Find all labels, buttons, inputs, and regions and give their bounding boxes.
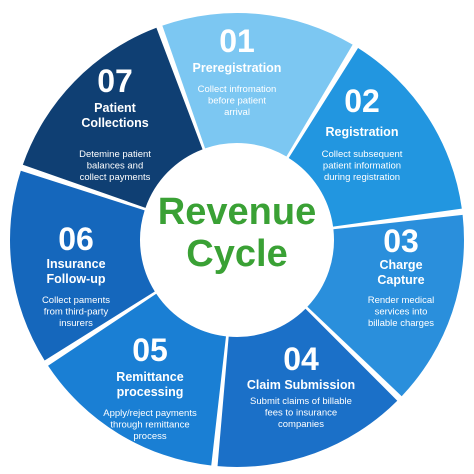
- step-title: processing: [117, 385, 184, 399]
- step-description: Apply/reject payments: [103, 408, 197, 419]
- step-segment: [217, 308, 398, 467]
- step-description: collect payments: [80, 172, 151, 183]
- step-description: balances and: [87, 161, 144, 172]
- step-description: Collect subsequent: [322, 149, 403, 160]
- step-title: Follow-up: [46, 272, 105, 286]
- step-title: Capture: [377, 273, 424, 287]
- step-description: Submit claims of billable: [250, 396, 352, 407]
- step-title: Remittance: [116, 370, 183, 384]
- step-number: 02: [344, 83, 380, 119]
- step-number: 07: [97, 63, 133, 99]
- step-title: Claim Submission: [247, 378, 355, 392]
- center-title-line1: Revenue: [158, 191, 316, 233]
- center-circle: [144, 147, 330, 333]
- step-segment: [162, 13, 353, 157]
- step-description: services into: [375, 307, 428, 318]
- step-number: 06: [58, 221, 94, 257]
- step-segment: [9, 170, 155, 361]
- step-title: Charge: [379, 258, 422, 272]
- step-number: 04: [283, 341, 319, 377]
- step-title: Registration: [326, 125, 399, 139]
- center-title-line2: Cycle: [186, 233, 287, 275]
- step-description: Collect paments: [42, 295, 110, 306]
- step-description: billable charges: [368, 318, 434, 329]
- step-description: Collect infromation: [198, 84, 277, 95]
- step-title: Insurance: [46, 257, 105, 271]
- step-segment: [22, 27, 203, 208]
- step-description: during registration: [324, 172, 400, 183]
- step-description: arrival: [224, 107, 250, 118]
- step-description: Render medical: [368, 295, 435, 306]
- step-description: patient information: [323, 161, 401, 172]
- step-title: Patient: [94, 101, 137, 115]
- step-number: 03: [383, 223, 419, 259]
- step-title: Collections: [81, 116, 148, 130]
- step-description: Detemine patient: [79, 149, 151, 160]
- step-description: companies: [278, 419, 324, 430]
- step-description: through remittance: [110, 420, 189, 431]
- step-number: 05: [132, 332, 168, 368]
- step-description: before patient: [208, 96, 266, 107]
- step-title: Preregistration: [193, 61, 282, 75]
- step-segment: [307, 214, 464, 397]
- step-number: 01: [219, 23, 255, 59]
- step-segment: [48, 293, 226, 466]
- step-segment: [288, 47, 462, 227]
- step-description: process: [133, 431, 167, 442]
- step-description: fees to insurance: [265, 408, 337, 419]
- step-description: insurers: [59, 318, 93, 329]
- step-description: from third-party: [44, 307, 109, 318]
